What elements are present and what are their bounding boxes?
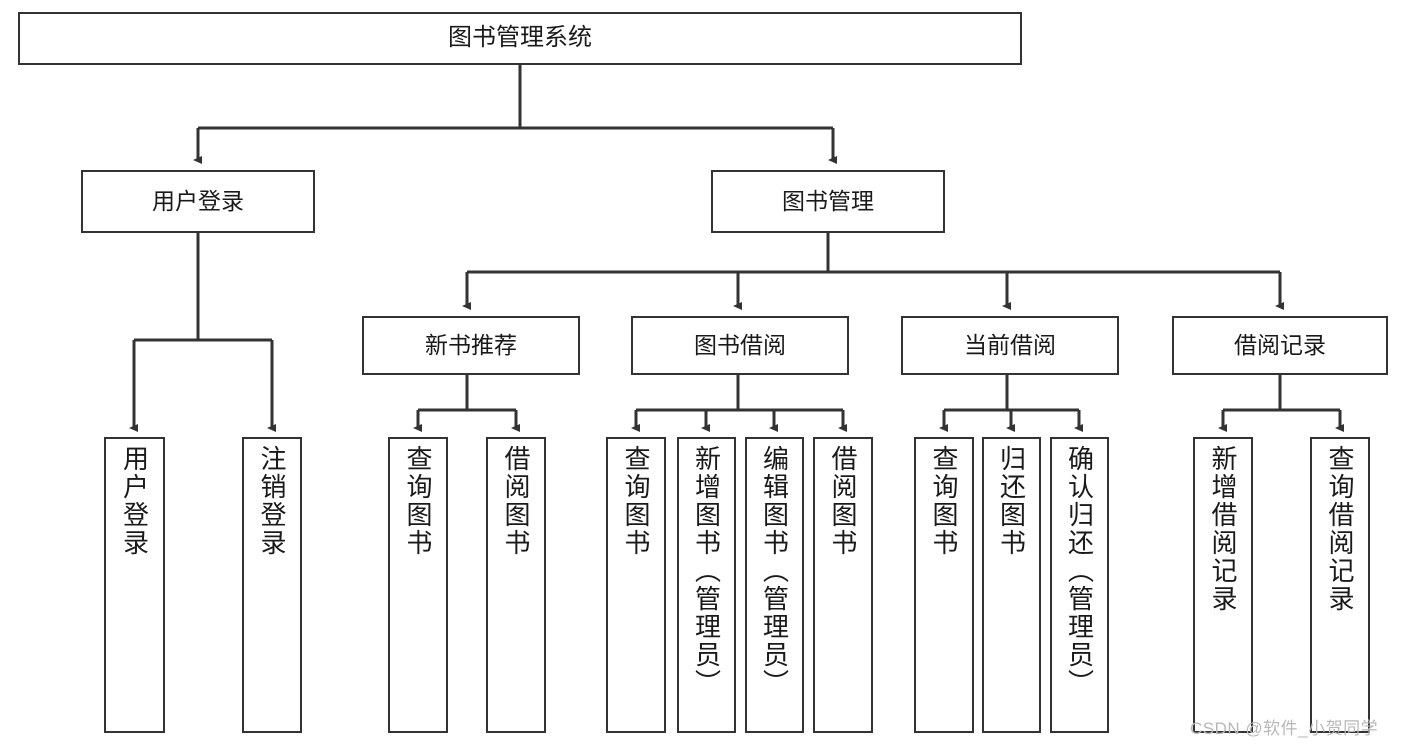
node-leaf-logout-login[interactable]: 注销登录	[242, 437, 302, 733]
node-book-management[interactable]: 图书管理	[711, 170, 945, 233]
node-leaf-add-book-admin-label: 新增图书（管理员）	[691, 445, 722, 697]
node-leaf-confirm-return-admin-label: 确认归还（管理员）	[1064, 445, 1095, 697]
node-leaf-borrow-book[interactable]: 借阅图书	[813, 437, 873, 733]
node-leaf-user-login[interactable]: 用户登录	[104, 437, 165, 733]
node-leaf-logout-login-label: 注销登录	[257, 445, 287, 557]
node-leaf-query-book-recommend[interactable]: 查询图书	[388, 437, 448, 733]
node-user-login[interactable]: 用户登录	[81, 170, 315, 233]
node-leaf-query-book-borrow[interactable]: 查询图书	[606, 437, 666, 733]
node-current-borrow-label: 当前借阅	[964, 331, 1056, 358]
node-leaf-add-borrow-record-label: 新增借阅记录	[1208, 445, 1238, 613]
node-root[interactable]: 图书管理系统	[18, 12, 1022, 65]
node-leaf-return-book[interactable]: 归还图书	[982, 437, 1041, 733]
node-leaf-query-book-recommend-label: 查询图书	[403, 445, 433, 557]
node-leaf-borrow-book-label: 借阅图书	[828, 445, 858, 557]
node-leaf-confirm-return-admin[interactable]: 确认归还（管理员）	[1050, 437, 1109, 733]
node-leaf-borrow-book-recommend[interactable]: 借阅图书	[486, 437, 546, 733]
node-borrow-record-label: 借阅记录	[1234, 331, 1326, 358]
node-leaf-query-book-current-label: 查询图书	[929, 445, 959, 557]
node-borrow-record[interactable]: 借阅记录	[1172, 316, 1388, 375]
node-new-book-recommend-label: 新书推荐	[425, 331, 517, 358]
node-leaf-borrow-book-recommend-label: 借阅图书	[501, 445, 531, 557]
node-book-borrow-label: 图书借阅	[694, 331, 786, 358]
node-user-login-label: 用户登录	[152, 187, 244, 214]
node-leaf-query-book-current[interactable]: 查询图书	[914, 437, 974, 733]
node-leaf-return-book-label: 归还图书	[996, 445, 1027, 557]
node-leaf-edit-book-admin-label: 编辑图书（管理员）	[759, 445, 790, 697]
node-leaf-user-login-label: 用户登录	[119, 445, 150, 557]
node-leaf-edit-book-admin[interactable]: 编辑图书（管理员）	[745, 437, 804, 733]
node-leaf-query-book-borrow-label: 查询图书	[621, 445, 651, 557]
node-leaf-query-borrow-record-label: 查询借阅记录	[1325, 445, 1355, 613]
node-new-book-recommend[interactable]: 新书推荐	[362, 316, 580, 375]
csdn-watermark: CSDN @软件_小贺同学	[1190, 719, 1379, 738]
node-current-borrow[interactable]: 当前借阅	[901, 316, 1119, 375]
node-leaf-query-borrow-record[interactable]: 查询借阅记录	[1310, 437, 1370, 733]
node-leaf-add-book-admin[interactable]: 新增图书（管理员）	[677, 437, 736, 733]
node-root-label: 图书管理系统	[448, 24, 592, 52]
node-book-management-label: 图书管理	[782, 187, 874, 214]
node-book-borrow[interactable]: 图书借阅	[631, 316, 849, 375]
node-leaf-add-borrow-record[interactable]: 新增借阅记录	[1193, 437, 1253, 733]
